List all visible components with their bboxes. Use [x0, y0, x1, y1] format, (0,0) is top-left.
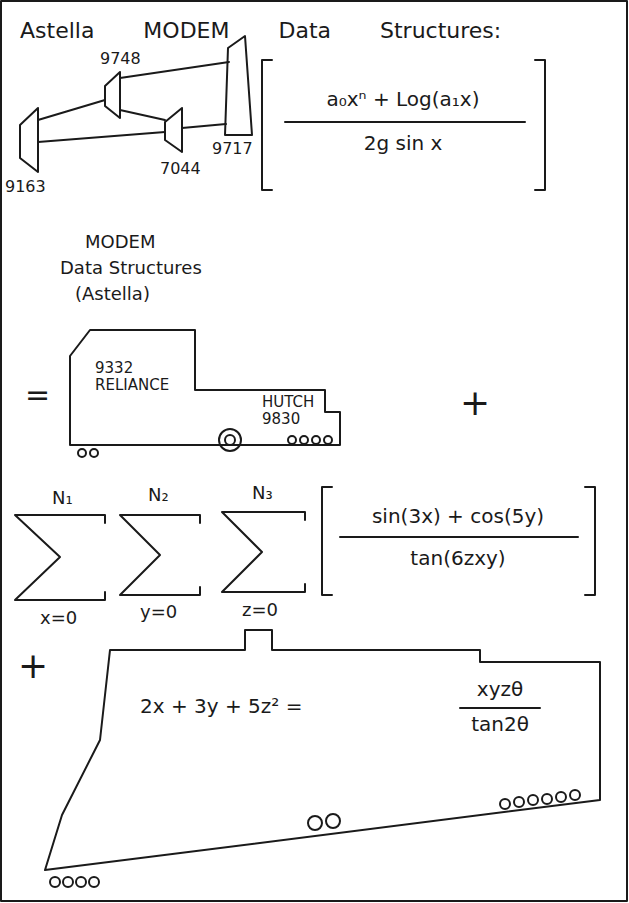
operator-sign: =: [25, 378, 50, 413]
operator-sign: +: [460, 382, 490, 423]
wheel: [324, 436, 332, 444]
wheel: [78, 449, 86, 457]
wheel: [90, 449, 98, 457]
sigma-symbol: [120, 515, 200, 595]
heading-text: MODEM: [85, 232, 155, 253]
bracket: [262, 60, 545, 190]
fraction-bar: [460, 707, 540, 709]
truck-text: 9332 RELIANCE: [95, 360, 169, 395]
callout-number: 9748: [100, 50, 141, 68]
bracket: [322, 487, 595, 595]
truck-text: HUTCH 9830: [262, 394, 314, 429]
wheel: [219, 429, 241, 451]
formula-numerator: sin(3x) + cos(5y): [372, 505, 544, 528]
sum-limit: z=0: [242, 600, 278, 621]
heading-text: Data Structures: [60, 258, 202, 279]
sum-limit: x=0: [40, 608, 77, 629]
wheel: [300, 436, 308, 444]
formula-denominator: tan(6zxy): [410, 547, 505, 570]
sum-limit: N₁: [52, 488, 73, 509]
porthole: [76, 877, 86, 887]
porthole: [556, 792, 566, 802]
sum-limit: y=0: [140, 602, 177, 623]
formula-denominator: tan2θ: [471, 713, 529, 736]
callout-number: 7044: [160, 160, 201, 178]
truck-shape: 9332 RELIANCE HUTCH 9830: [68, 326, 348, 461]
link-line: [38, 62, 229, 142]
formula-numerator: a₀xⁿ + Log(a₁x): [327, 88, 480, 111]
ship-outline: [45, 630, 600, 870]
diagram-title: Astella MODEM Data Structures:: [20, 18, 501, 43]
porthole: [570, 790, 580, 800]
porthole: [528, 795, 538, 805]
funnel-shape: [20, 108, 38, 172]
callout-number: 9163: [5, 178, 46, 196]
ship-shape: 2x + 3y + 5z² = xyzθ tan2θ: [40, 620, 610, 890]
heading-text: (Astella): [75, 284, 150, 305]
truck-outline: [70, 330, 340, 445]
ship-shape-outline: [40, 620, 610, 890]
funnel-shape: [165, 108, 182, 152]
wheel: [312, 436, 320, 444]
sigma-symbol: [222, 512, 305, 592]
fraction-bar: [285, 121, 525, 123]
porthole: [326, 814, 340, 828]
formula-denominator: 2g sin x: [364, 132, 443, 155]
equation-text: 2x + 3y + 5z² =: [140, 695, 302, 718]
sigma-symbol: [15, 515, 105, 600]
porthole: [500, 799, 510, 809]
operator-sign: +: [18, 645, 48, 686]
wheel: [288, 436, 296, 444]
porthole: [542, 794, 552, 804]
porthole: [63, 877, 73, 887]
porthole: [308, 816, 322, 830]
callout-number: 9717: [212, 140, 253, 158]
sum-limit: N₃: [252, 483, 273, 504]
funnel-shape: [225, 36, 252, 135]
wheel: [225, 435, 235, 445]
fraction-bar: [340, 536, 578, 538]
porthole: [514, 797, 524, 807]
funnel-shape: [105, 72, 120, 118]
porthole: [50, 877, 60, 887]
porthole: [89, 877, 99, 887]
sum-limit: N₂: [148, 485, 169, 506]
formula-numerator: xyzθ: [477, 678, 523, 701]
